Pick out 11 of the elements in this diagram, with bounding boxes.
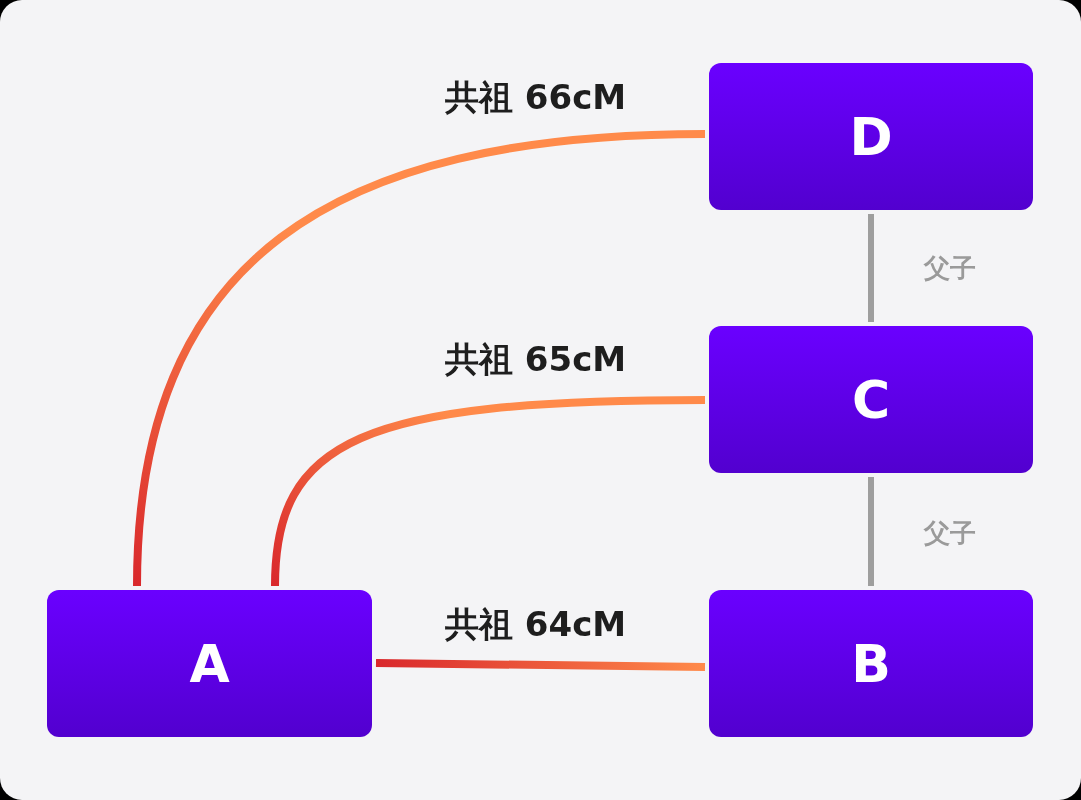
edge-label: 父子 xyxy=(922,520,978,546)
connector-line xyxy=(133,130,706,587)
connector-line xyxy=(375,659,706,671)
connector-line xyxy=(868,214,874,322)
edge-label: 父子 xyxy=(922,255,978,281)
node-box: A xyxy=(47,590,372,737)
node-box: C xyxy=(709,326,1033,473)
node-box: D xyxy=(709,63,1033,210)
node-box: B xyxy=(709,590,1033,737)
connector-line xyxy=(868,477,874,586)
connector-line xyxy=(271,396,706,587)
